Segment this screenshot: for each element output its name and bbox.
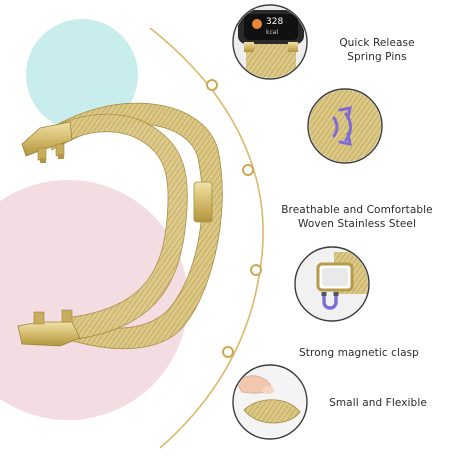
feature-label-quick-release: Quick Release Spring Pins bbox=[312, 36, 442, 64]
bottom-connector bbox=[17, 309, 81, 347]
pinch-hand-icon bbox=[235, 375, 274, 394]
watch-closeup-icon: 328 kcal bbox=[234, 6, 306, 78]
magnet-clasp-icon bbox=[321, 292, 339, 310]
feature-label-line: Woven Stainless Steel bbox=[297, 218, 417, 230]
arc-node-4 bbox=[222, 346, 234, 358]
double-arrow-icon bbox=[332, 106, 352, 146]
feature-label-line: Quick Release bbox=[339, 37, 415, 49]
mint-background-circle bbox=[26, 19, 138, 131]
feature-label-line: Strong magnetic clasp bbox=[299, 347, 419, 359]
feature-thumb-quick-release: 328 kcal bbox=[232, 4, 308, 80]
feature-label-clasp: Strong magnetic clasp bbox=[284, 346, 434, 360]
feature-label-breathable: Breathable and Comfortable Woven Stainle… bbox=[272, 203, 442, 231]
arc-node-1 bbox=[206, 79, 218, 91]
feature-thumb-clasp bbox=[294, 246, 370, 322]
feature-thumb-flexible bbox=[232, 364, 308, 440]
feature-label-line: Breathable and Comfortable bbox=[281, 204, 433, 216]
feature-label-line: Spring Pins bbox=[347, 51, 407, 63]
top-connector bbox=[21, 121, 73, 163]
arc-node-3 bbox=[250, 264, 262, 276]
pink-background-circle bbox=[0, 180, 188, 420]
watch-screen-unit: kcal bbox=[266, 29, 278, 36]
feature-label-flexible: Small and Flexible bbox=[318, 396, 438, 410]
arc-node-2 bbox=[242, 164, 254, 176]
watch-screen-value: 328 bbox=[266, 17, 283, 27]
feature-thumb-breathable bbox=[307, 88, 383, 164]
feature-label-line: Small and Flexible bbox=[329, 397, 427, 409]
